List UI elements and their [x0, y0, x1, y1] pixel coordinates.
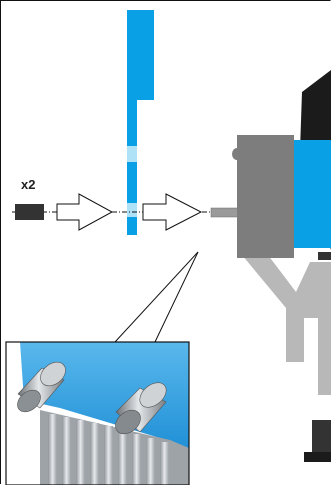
callout-line-right: [154, 251, 199, 343]
quantity-label: x2: [21, 177, 35, 192]
inset-bolt-left: [17, 361, 66, 413]
machine-assembly: [232, 70, 331, 462]
bolt-part-icon: [15, 204, 44, 220]
outline-arrow-right-icon: [142, 193, 203, 231]
blue-mount-plate: [294, 140, 331, 248]
shaft-pin: [210, 207, 239, 218]
inset-frame: [5, 341, 190, 485]
gray-housing: [237, 135, 294, 258]
inset-bolt-right: [115, 382, 167, 435]
zoom-inset: [5, 341, 190, 485]
vertical-blue-bar: [127, 10, 154, 235]
callout-line-left: [114, 251, 199, 343]
outline-arrow-right-icon: [56, 193, 114, 231]
stand-foot: [312, 420, 331, 462]
stand-legs: [242, 255, 331, 395]
inset-fins: [48, 414, 169, 485]
